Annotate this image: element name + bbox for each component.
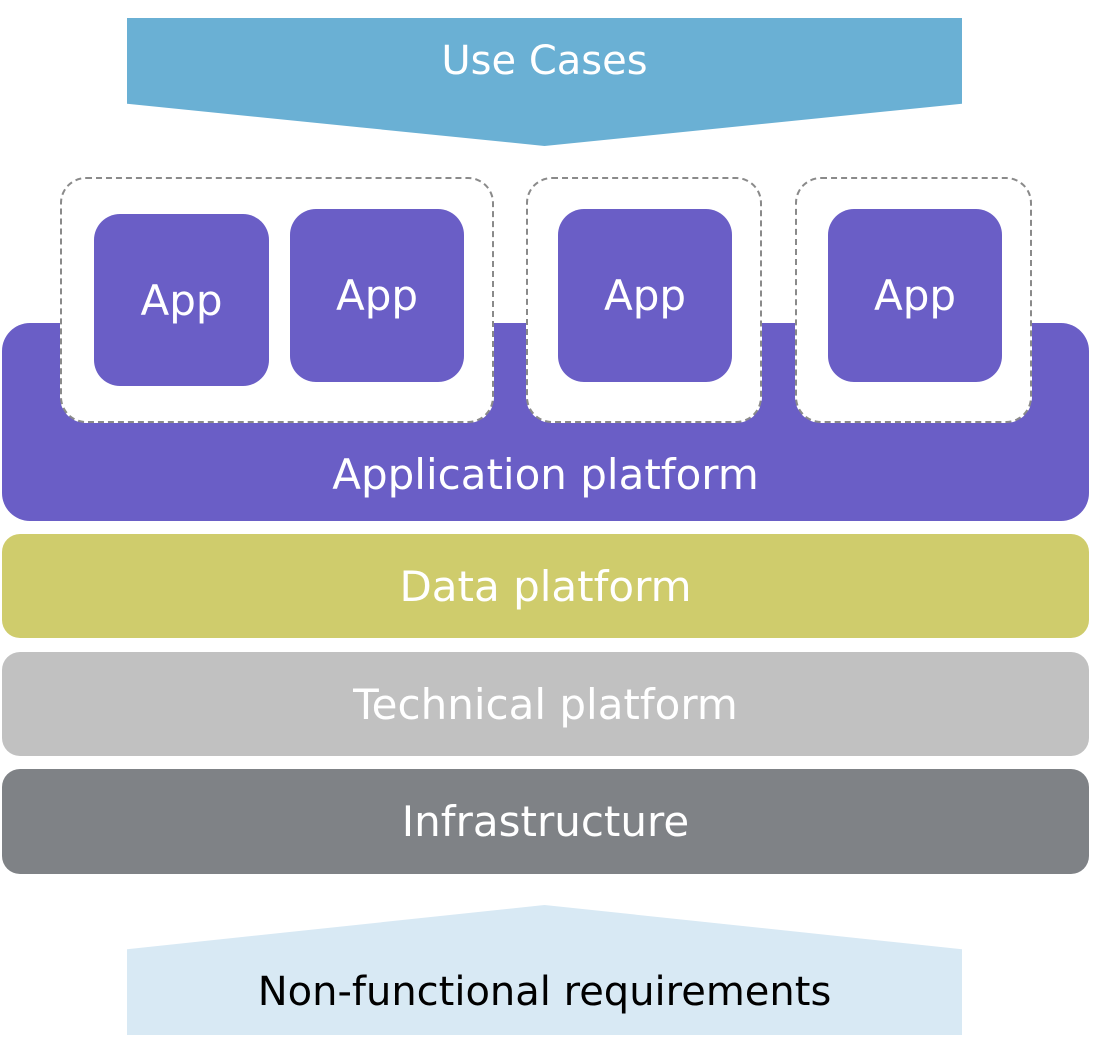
data-platform-layer: Data platform bbox=[2, 534, 1089, 638]
use-cases-label: Use Cases bbox=[441, 38, 648, 84]
application-platform-label: Application platform bbox=[332, 450, 759, 499]
app-box: App bbox=[558, 209, 732, 382]
use-cases-arrow: Use Cases bbox=[127, 18, 962, 146]
app-box: App bbox=[828, 209, 1002, 382]
non-functional-requirements-arrow: Non-functional requirements bbox=[127, 905, 962, 1035]
infrastructure-layer: Infrastructure bbox=[2, 769, 1089, 874]
non-functional-requirements-label: Non-functional requirements bbox=[257, 969, 832, 1015]
app-box: App bbox=[290, 209, 464, 382]
app-box: App bbox=[94, 214, 269, 386]
technical-platform-layer: Technical platform bbox=[2, 652, 1089, 756]
